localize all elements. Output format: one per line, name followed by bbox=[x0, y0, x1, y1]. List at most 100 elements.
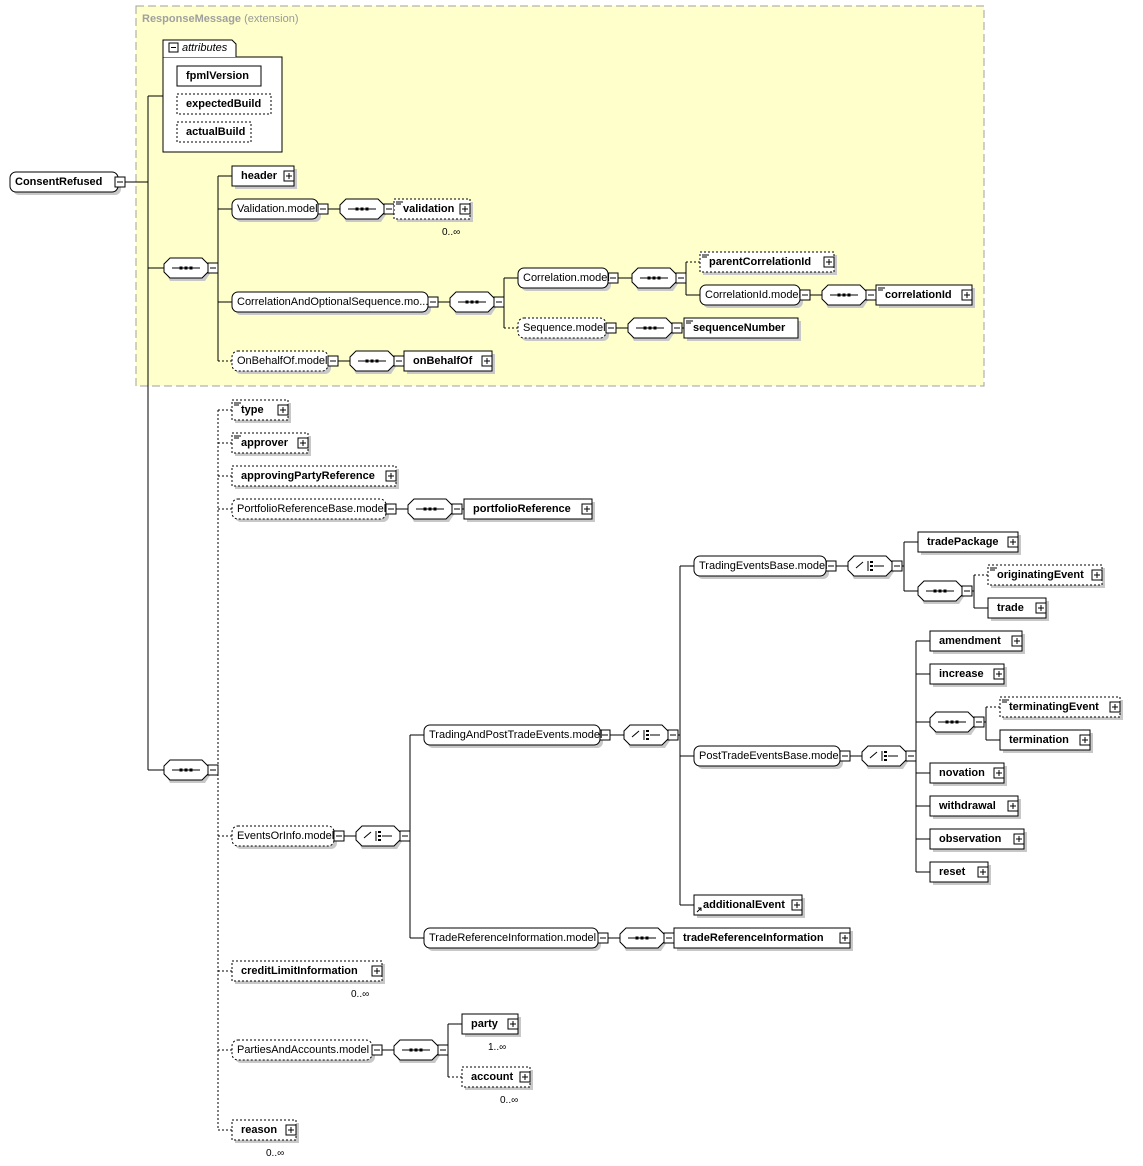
element-withdrawal-box[interactable] bbox=[929, 795, 1021, 819]
group-correlationAndOptionalSequence-box[interactable] bbox=[231, 291, 431, 315]
choice-trading-post-trade-collapse-icon[interactable] bbox=[667, 729, 679, 741]
element-observation-box[interactable] bbox=[929, 828, 1027, 852]
sequence-trading-events[interactable] bbox=[917, 580, 965, 604]
sequence-correlationId-collapse-icon[interactable] bbox=[865, 289, 877, 301]
element-correlationId-box[interactable] bbox=[875, 284, 975, 308]
tradeReferenceInformationModel-collapse-icon[interactable] bbox=[597, 932, 609, 944]
element-parentCorrelationId-box[interactable] bbox=[699, 251, 837, 275]
group-validationModel-box[interactable] bbox=[231, 198, 321, 222]
sequence-portfolio[interactable] bbox=[407, 498, 455, 522]
onBehalfOfModel-collapse-icon[interactable] bbox=[327, 355, 339, 367]
sequence-termination[interactable] bbox=[929, 711, 977, 735]
element-termination-box[interactable] bbox=[999, 729, 1093, 753]
element-portfolioReference-box[interactable] bbox=[463, 498, 595, 522]
root-collapse-icon[interactable] bbox=[114, 176, 126, 188]
correlationAndOptionalSequence-collapse-icon[interactable] bbox=[427, 296, 439, 308]
increase-expand-icon[interactable] bbox=[993, 668, 1005, 680]
sequence-parties[interactable] bbox=[393, 1039, 441, 1063]
group-onBehalfOfModel-box[interactable] bbox=[231, 350, 331, 374]
portfolioReference-expand-icon[interactable] bbox=[581, 503, 593, 515]
withdrawal-expand-icon[interactable] bbox=[1007, 800, 1019, 812]
tradeReferenceInformation-expand-icon[interactable] bbox=[839, 932, 851, 944]
reset-expand-icon[interactable] bbox=[977, 866, 989, 878]
attr-expectedBuild-box[interactable] bbox=[176, 93, 272, 115]
termination-expand-icon[interactable] bbox=[1079, 734, 1091, 746]
reason-expand-icon[interactable] bbox=[285, 1124, 297, 1136]
choice-post-trade-events[interactable] bbox=[861, 745, 909, 769]
sequence-portfolio-collapse-icon[interactable] bbox=[451, 503, 463, 515]
sequence-1[interactable] bbox=[163, 257, 211, 281]
choice-events-or-info-collapse-icon[interactable] bbox=[399, 830, 411, 842]
sequence-trade-ref-info[interactable] bbox=[619, 927, 667, 951]
account-expand-icon[interactable] bbox=[519, 1071, 531, 1083]
element-sequenceNumber-box[interactable] bbox=[683, 317, 801, 341]
sequence-correlation-model[interactable] bbox=[631, 267, 679, 291]
sequence-validation-collapse-icon[interactable] bbox=[383, 203, 395, 215]
group-sequenceModel-box[interactable] bbox=[517, 317, 609, 341]
attr-actualBuild-box[interactable] bbox=[176, 121, 252, 143]
tradingEventsBase-collapse-icon[interactable] bbox=[825, 560, 837, 572]
sequenceModel-collapse-icon[interactable] bbox=[605, 322, 617, 334]
element-reason-box[interactable] bbox=[231, 1119, 299, 1143]
party-expand-icon[interactable] bbox=[507, 1018, 519, 1030]
onBehalfOf-expand-icon[interactable] bbox=[481, 355, 493, 367]
choice-trading-events[interactable] bbox=[847, 555, 895, 579]
element-originatingEvent-box[interactable] bbox=[987, 564, 1105, 588]
additionalEvent-expand-icon[interactable] bbox=[791, 899, 803, 911]
portfolioReferenceBase-collapse-icon[interactable] bbox=[385, 503, 397, 515]
sequence-1-collapse-icon[interactable] bbox=[207, 262, 219, 274]
sequence-onBehalfOf-collapse-icon[interactable] bbox=[393, 355, 405, 367]
group-correlationModel-box[interactable] bbox=[517, 267, 611, 291]
partiesAndAccounts-collapse-icon[interactable] bbox=[371, 1044, 383, 1056]
group-eventsOrInfo-box[interactable] bbox=[231, 825, 337, 849]
element-header-box[interactable] bbox=[231, 165, 297, 189]
group-partiesAndAccounts-box[interactable] bbox=[231, 1039, 375, 1063]
sequence-onBehalfOf[interactable] bbox=[349, 350, 397, 374]
tradePackage-expand-icon[interactable] bbox=[1007, 536, 1019, 548]
trade-expand-icon[interactable] bbox=[1035, 602, 1047, 614]
element-party-box[interactable] bbox=[461, 1013, 521, 1037]
group-correlationIdModel-box[interactable] bbox=[699, 284, 803, 308]
group-postTradeEventsBase-box[interactable] bbox=[693, 745, 843, 769]
sequence-2[interactable] bbox=[163, 759, 211, 783]
choice-trading-events-collapse-icon[interactable] bbox=[891, 560, 903, 572]
originatingEvent-expand-icon[interactable] bbox=[1091, 569, 1103, 581]
sequence-trading-events-collapse-icon[interactable] bbox=[961, 585, 973, 597]
sequence-trade-ref-info-collapse-icon[interactable] bbox=[663, 932, 675, 944]
postTradeEventsBase-collapse-icon[interactable] bbox=[839, 750, 851, 762]
correlationIdModel-collapse-icon[interactable] bbox=[799, 289, 811, 301]
eventsOrInfo-collapse-icon[interactable] bbox=[333, 830, 345, 842]
type-expand-icon[interactable] bbox=[277, 404, 289, 416]
sequence-correlation[interactable] bbox=[449, 291, 497, 315]
sequence-sequence-model-collapse-icon[interactable] bbox=[671, 322, 683, 334]
group-tradeReferenceInformationModel-box[interactable] bbox=[423, 927, 601, 951]
header-expand-icon[interactable] bbox=[283, 170, 295, 182]
creditLimitInformation-expand-icon[interactable] bbox=[371, 965, 383, 977]
group-tradingAndPostTradeEvents-box[interactable] bbox=[423, 724, 603, 748]
element-novation-box[interactable] bbox=[929, 762, 1007, 786]
element-account-box[interactable] bbox=[461, 1066, 533, 1090]
attr-fpmlVersion-box[interactable] bbox=[176, 65, 262, 87]
sequence-sequence-model[interactable] bbox=[627, 317, 675, 341]
terminatingEvent-expand-icon[interactable] bbox=[1109, 701, 1121, 713]
root-element-box[interactable] bbox=[9, 171, 121, 195]
sequence-correlationId[interactable] bbox=[821, 284, 869, 308]
sequence-validation[interactable] bbox=[339, 198, 387, 222]
sequence-correlation-model-collapse-icon[interactable] bbox=[675, 272, 687, 284]
correlationModel-collapse-icon[interactable] bbox=[607, 272, 619, 284]
sequence-termination-collapse-icon[interactable] bbox=[973, 716, 985, 728]
element-tradeReferenceInformation-box[interactable] bbox=[673, 927, 853, 951]
element-validation-box[interactable] bbox=[393, 198, 473, 222]
correlationId-expand-icon[interactable] bbox=[961, 289, 973, 301]
element-increase-box[interactable] bbox=[929, 663, 1007, 687]
novation-expand-icon[interactable] bbox=[993, 767, 1005, 779]
element-approver-box[interactable] bbox=[231, 432, 311, 456]
element-type-box[interactable] bbox=[231, 399, 291, 423]
tradingAndPostTradeEvents-collapse-icon[interactable] bbox=[599, 729, 611, 741]
observation-expand-icon[interactable] bbox=[1013, 833, 1025, 845]
choice-trading-post-trade[interactable] bbox=[623, 724, 671, 748]
group-tradingEventsBase-box[interactable] bbox=[693, 555, 829, 579]
element-terminatingEvent-box[interactable] bbox=[999, 696, 1123, 720]
element-trade-box[interactable] bbox=[987, 597, 1049, 621]
validationModel-collapse-icon[interactable] bbox=[317, 203, 329, 215]
